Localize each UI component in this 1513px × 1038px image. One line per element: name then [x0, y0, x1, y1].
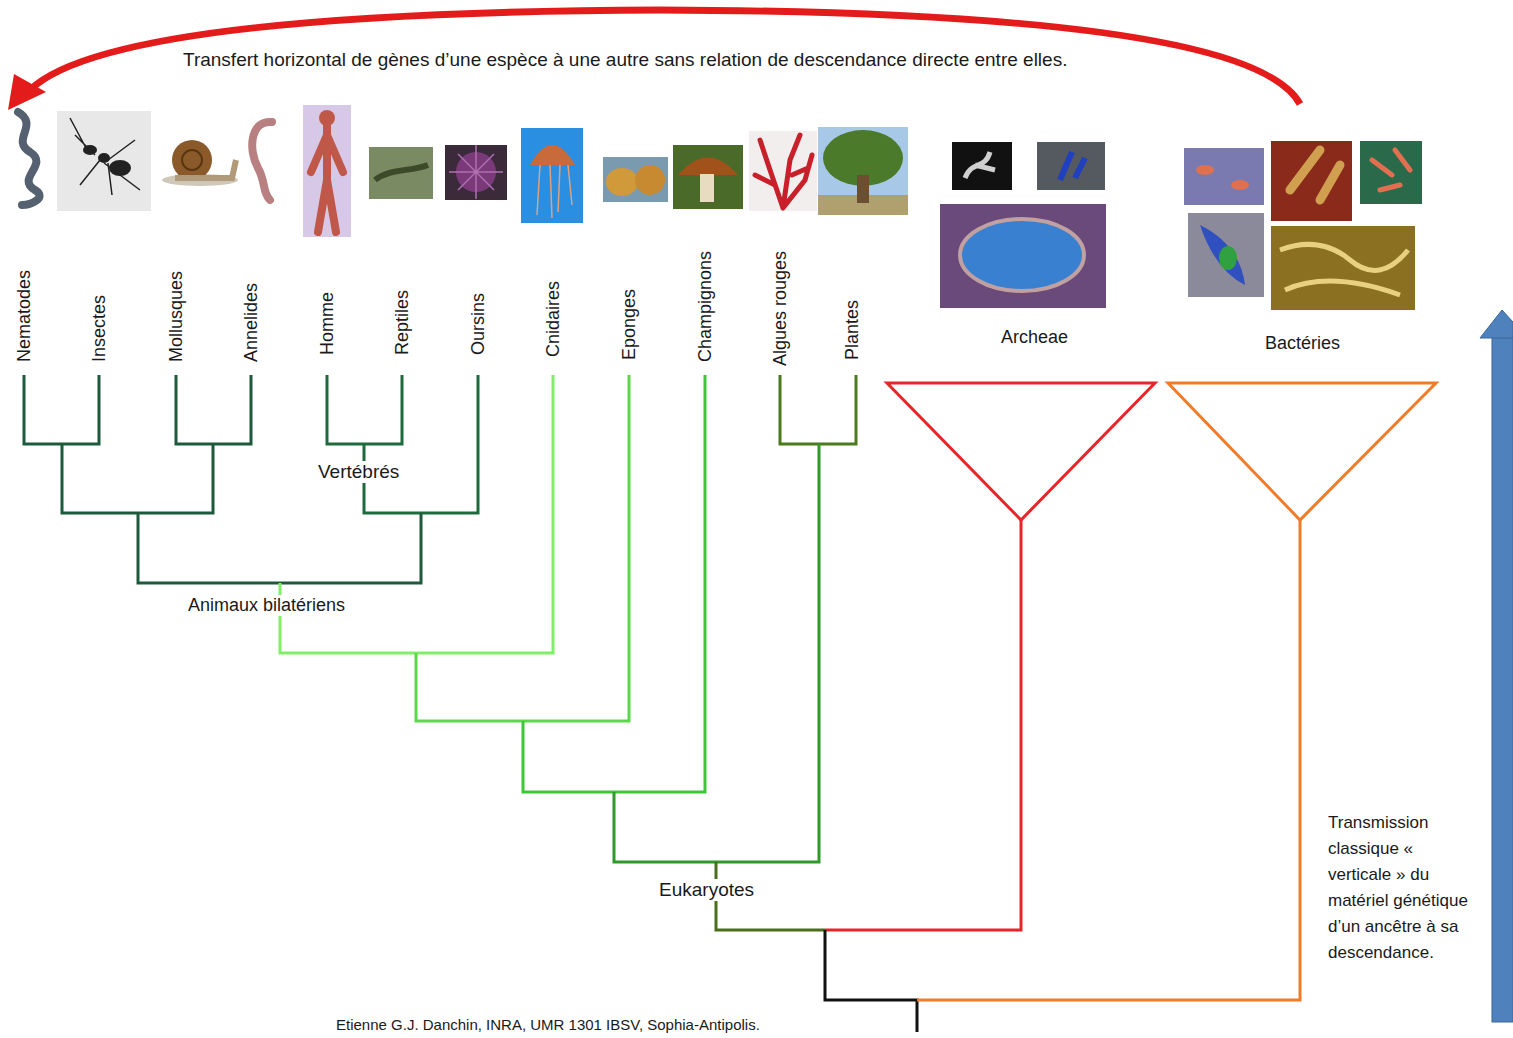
sponge-picture [603, 157, 668, 202]
taxon-label: Cnidaires [543, 281, 563, 357]
jellyfish-picture [521, 128, 583, 223]
urchin-picture [445, 145, 507, 200]
taxon-label: Reptiles [392, 290, 412, 355]
credit-text: Etienne G.J. Danchin, INRA, UMR 1301 IBS… [336, 1016, 760, 1033]
snail-picture [162, 140, 238, 186]
clade-label: Animaux bilatériens [186, 595, 347, 616]
taxon-label: Mollusques [166, 271, 186, 362]
domain-label: Archeae [1001, 327, 1068, 348]
taxon-label: Homme [317, 292, 337, 355]
transfer-arrow [8, 10, 1300, 110]
note-text: Transmission classique « verticale » du … [1328, 810, 1478, 966]
taxon-label: Oursins [468, 293, 488, 355]
taxon-label: Nematodes [14, 270, 34, 362]
human-picture [303, 105, 351, 237]
annelid-picture [252, 122, 272, 200]
bacteria-pictures [1184, 141, 1422, 310]
time-arrow [1480, 310, 1513, 1022]
taxon-label: Plantes [842, 300, 862, 360]
tree-branches [24, 375, 1436, 1032]
archaea-pictures [940, 142, 1106, 308]
clade-label: Vertébrés [316, 461, 401, 483]
taxon-label: Insectes [89, 295, 109, 362]
transfer-label: Transfert horizontal de gènes d’une espè… [183, 49, 1067, 71]
nematode-picture [18, 112, 40, 205]
taxon-label: Algues rouges [770, 251, 790, 366]
plant-picture [818, 127, 908, 215]
taxon-label: Eponges [619, 289, 639, 360]
reptile-picture [369, 147, 433, 199]
red-algae-picture [749, 131, 817, 211]
clade-label: Eukaryotes [657, 879, 756, 901]
taxon-label: Annelides [241, 283, 261, 362]
insect-picture [57, 111, 151, 211]
domain-label: Bactéries [1265, 333, 1340, 354]
mushroom-picture [673, 145, 743, 209]
taxon-label: Champignons [695, 251, 715, 362]
